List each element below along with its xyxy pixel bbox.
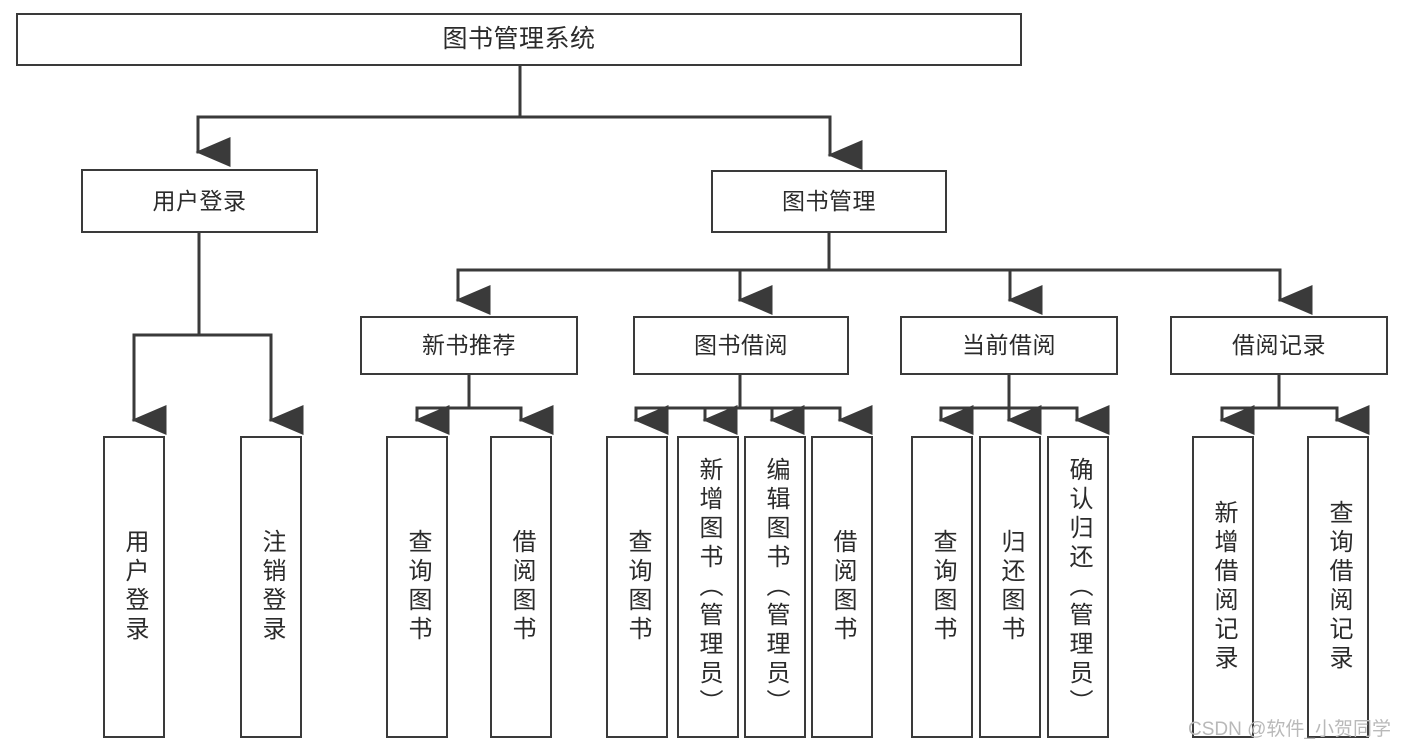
- node-root-system[interactable]: 图书管理系统: [16, 13, 1022, 66]
- leaf-current-return-book[interactable]: 归还图书: [979, 436, 1041, 738]
- leaf-record-add-record[interactable]: 新增借阅记录: [1192, 436, 1254, 738]
- node-label: 查询图书: [624, 529, 651, 645]
- leaf-borrow-query-book[interactable]: 查询图书: [606, 436, 668, 738]
- leaf-current-confirm-return[interactable]: 确认归还（管理员）: [1047, 436, 1109, 738]
- node-label: 查询图书: [929, 529, 956, 645]
- node-label: 注销登录: [258, 529, 285, 645]
- leaf-borrow-add-book[interactable]: 新增图书（管理员）: [677, 436, 739, 738]
- leaf-record-query-record[interactable]: 查询借阅记录: [1307, 436, 1369, 738]
- node-label: 查询图书: [404, 529, 431, 645]
- leaf-recommend-borrow-book[interactable]: 借阅图书: [490, 436, 552, 738]
- node-label: 编辑图书（管理员）: [762, 456, 789, 718]
- node-book-management[interactable]: 图书管理: [711, 170, 947, 233]
- leaf-recommend-query-book[interactable]: 查询图书: [386, 436, 448, 738]
- leaf-user-login-logout[interactable]: 注销登录: [240, 436, 302, 738]
- node-current-borrow[interactable]: 当前借阅: [900, 316, 1118, 375]
- node-label: 图书管理系统: [442, 25, 596, 54]
- node-label: 确认归还（管理员）: [1065, 456, 1092, 718]
- leaf-current-query-book[interactable]: 查询图书: [911, 436, 973, 738]
- leaf-borrow-edit-book[interactable]: 编辑图书（管理员）: [744, 436, 806, 738]
- leaf-user-login-login[interactable]: 用户登录: [103, 436, 165, 738]
- node-new-book-recommend[interactable]: 新书推荐: [360, 316, 578, 375]
- csdn-watermark: CSDN @软件_小贺同学: [1188, 719, 1391, 740]
- node-label: 用户登录: [152, 187, 247, 214]
- node-label: 借阅图书: [508, 529, 535, 645]
- node-borrow-record[interactable]: 借阅记录: [1170, 316, 1388, 375]
- node-label: 图书管理: [782, 188, 876, 215]
- node-label: 图书借阅: [694, 332, 788, 359]
- node-label: 新增图书（管理员）: [695, 456, 722, 718]
- node-label: 用户登录: [121, 529, 148, 645]
- node-label: 归还图书: [997, 529, 1024, 645]
- node-label: 新书推荐: [422, 332, 516, 359]
- node-label: 查询借阅记录: [1325, 500, 1352, 674]
- leaf-borrow-borrow-book[interactable]: 借阅图书: [811, 436, 873, 738]
- node-label: 借阅图书: [829, 529, 856, 645]
- node-user-login[interactable]: 用户登录: [81, 169, 318, 233]
- node-label: 借阅记录: [1232, 332, 1326, 359]
- node-book-borrow[interactable]: 图书借阅: [633, 316, 849, 375]
- node-label: 新增借阅记录: [1210, 500, 1237, 674]
- node-label: 当前借阅: [962, 332, 1056, 359]
